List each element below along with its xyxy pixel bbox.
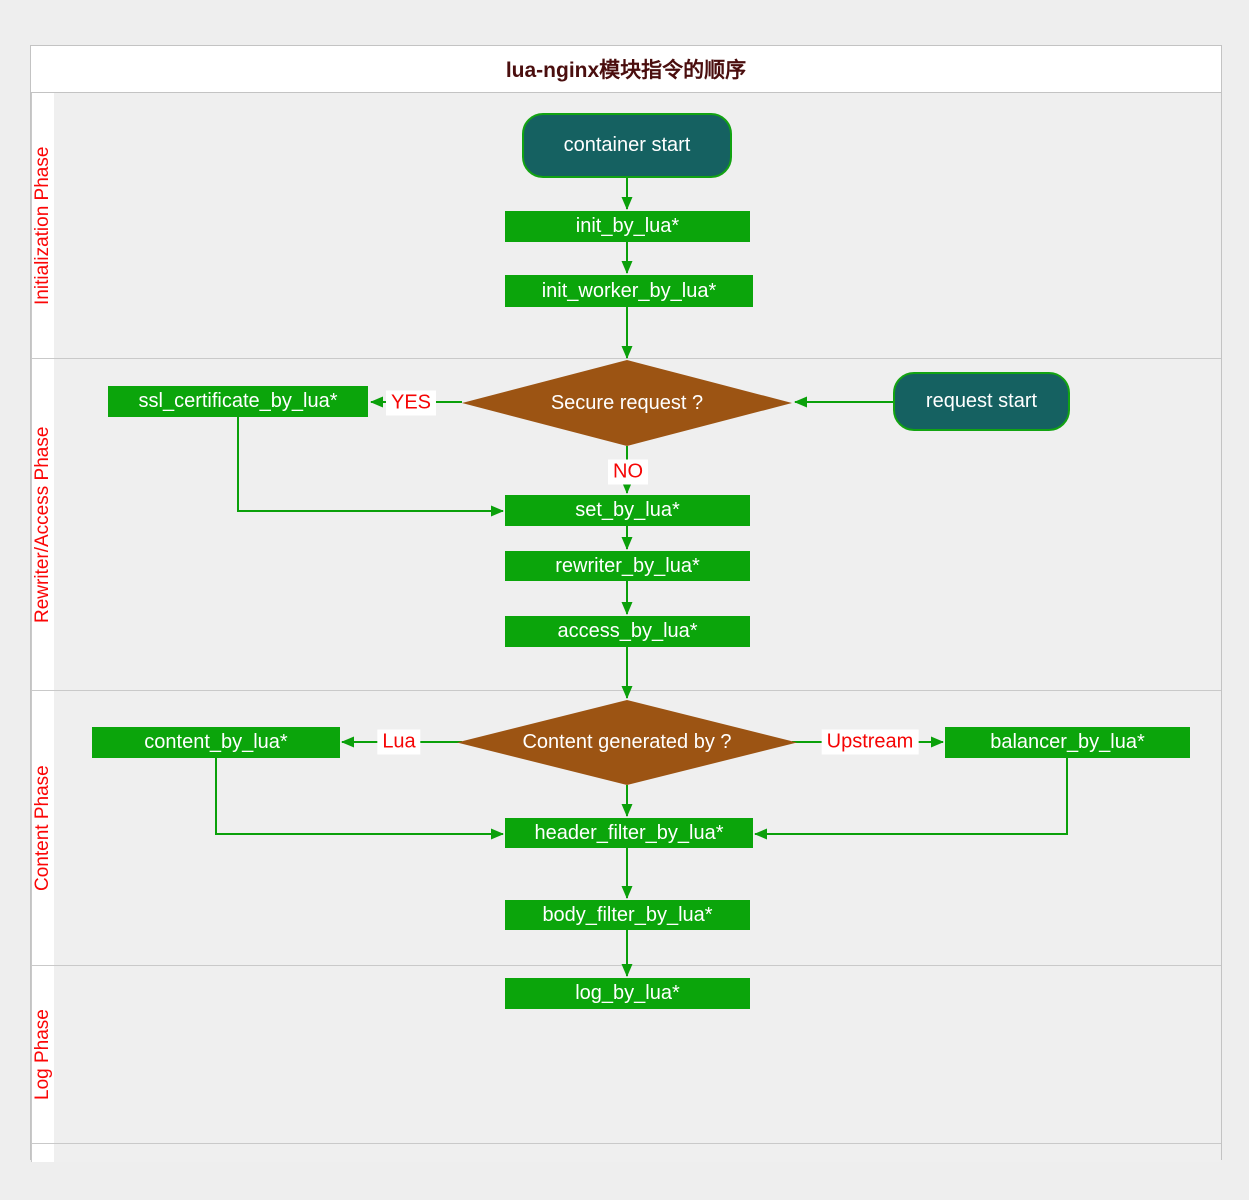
edge-label-yes: YES — [385, 390, 437, 416]
node-init-worker-by-lua: init_worker_by_lua* — [505, 275, 753, 307]
lane-label-empty — [31, 1144, 54, 1162]
node-request-start: request start — [893, 372, 1070, 431]
node-container-start: container start — [522, 113, 732, 178]
node-init-by-lua: init_by_lua* — [505, 211, 750, 242]
node-rewriter-by-lua: rewriter_by_lua* — [505, 551, 750, 581]
node-set-by-lua: set_by_lua* — [505, 495, 750, 526]
lane-label-log-phase: Log Phase — [31, 966, 54, 1143]
edge-label-lua: Lua — [377, 729, 421, 755]
node-header-filter-by-lua: header_filter_by_lua* — [505, 818, 753, 848]
lane-empty — [31, 1143, 1221, 1162]
lane-label-rewriter-access-phase: Rewriter/Access Phase — [31, 359, 54, 690]
node-access-by-lua: access_by_lua* — [505, 616, 750, 647]
node-body-filter-by-lua: body_filter_by_lua* — [505, 900, 750, 930]
lane-label-content-phase: Content Phase — [31, 691, 54, 965]
diagram-title: lua-nginx模块指令的顺序 — [31, 46, 1221, 93]
node-content-by-lua: content_by_lua* — [92, 727, 340, 758]
node-log-by-lua: log_by_lua* — [505, 978, 750, 1009]
lane-body-empty — [54, 1144, 1221, 1162]
node-ssl-certificate-by-lua: ssl_certificate_by_lua* — [108, 386, 368, 417]
edge-label-no: NO — [608, 459, 648, 485]
edge-label-upstream: Upstream — [821, 729, 919, 755]
node-balancer-by-lua: balancer_by_lua* — [945, 727, 1190, 758]
lane-label-initialization-phase: Initialization Phase — [31, 93, 54, 358]
